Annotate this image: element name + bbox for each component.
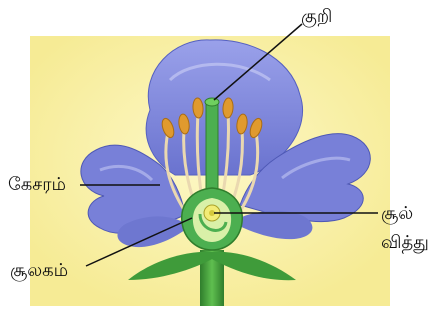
stigma xyxy=(205,98,219,106)
label-stigma: குறி xyxy=(301,8,332,26)
label-ovary: சூலகம் xyxy=(10,262,68,280)
label-ovule-line2: வித்து xyxy=(381,234,429,252)
style xyxy=(206,104,218,198)
label-stamen: கேசரம் xyxy=(8,176,66,194)
label-ovule-line1: சூல் xyxy=(381,205,413,223)
